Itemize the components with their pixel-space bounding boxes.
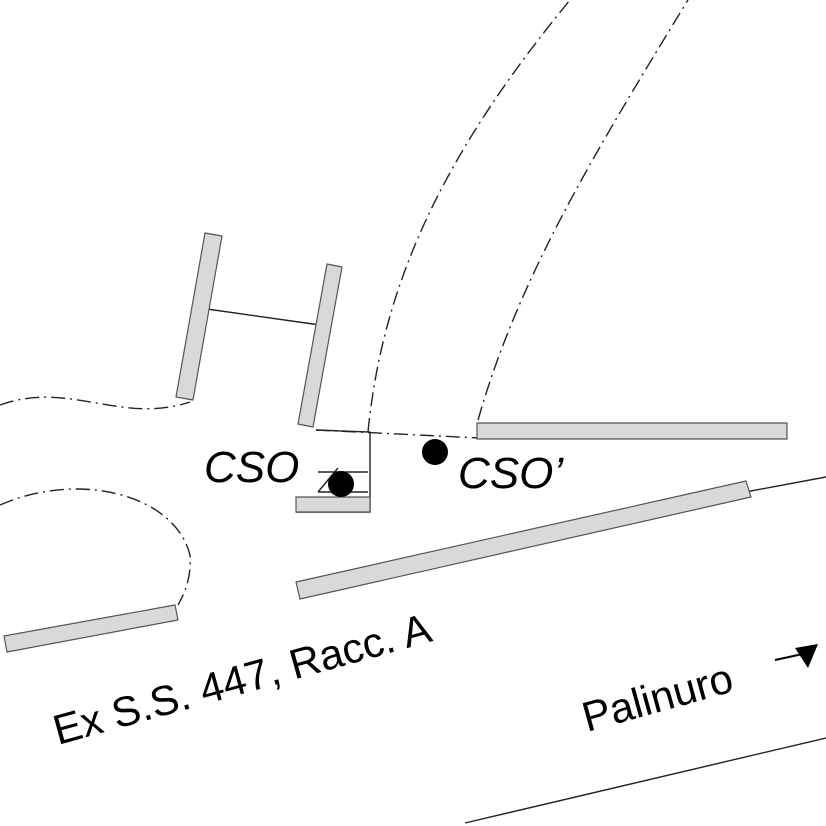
road-edge-lower (464, 737, 826, 824)
building-diagonal-short (3, 604, 179, 653)
arrow-down-right-icon (774, 644, 818, 668)
cso-prime-label: CSO’ (458, 449, 564, 498)
building-middle-vertical (297, 263, 343, 428)
road-edge-upper (739, 476, 826, 494)
dashed-road-edge-left (367, 0, 571, 433)
cso-label: CSO (204, 443, 299, 492)
cso-prime-marker (422, 439, 448, 465)
dashed-curve-lower-left (0, 488, 191, 606)
building-cso-base (295, 496, 371, 513)
building-diagonal-long (295, 480, 752, 600)
dashed-road-edge-right (477, 0, 689, 421)
cso-marker (328, 471, 354, 497)
cso-slant (317, 467, 339, 493)
building-left-vertical (175, 232, 223, 401)
building-right-horizontal (476, 422, 788, 440)
direction-label: Palinuro (577, 654, 738, 740)
dashed-curve-upper-left (0, 396, 191, 410)
connector-line-h (199, 307, 321, 326)
